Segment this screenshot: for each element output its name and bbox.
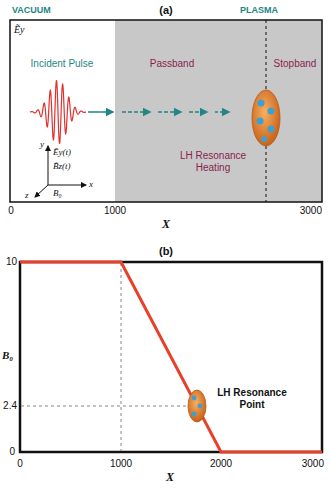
propagation-arrow xyxy=(88,111,113,113)
panel-label: (b) xyxy=(159,245,173,258)
propagation-arrow xyxy=(122,111,150,113)
tick-label: 0 xyxy=(8,205,14,217)
field-label: Ẽy xyxy=(14,24,25,36)
plasma-region xyxy=(115,20,322,202)
panel-frame xyxy=(20,262,322,452)
pulse-label: Incident Pulse xyxy=(31,58,94,70)
field-label: B₀ xyxy=(53,188,62,198)
tick-label: 0 xyxy=(9,446,15,458)
incident-pulse xyxy=(30,81,86,144)
particle-dot xyxy=(261,136,267,142)
resonance-blob xyxy=(188,390,206,422)
axis-arrow xyxy=(48,146,49,185)
axis-arrow xyxy=(48,185,86,186)
axis-title: X xyxy=(166,471,174,485)
tick-label: 3000 xyxy=(300,205,322,217)
axis-arrow xyxy=(35,185,48,197)
resonance-blob xyxy=(252,90,280,146)
guide-line xyxy=(21,406,187,407)
point-label: LH Resonance Point xyxy=(210,387,294,410)
particle-dot xyxy=(192,396,197,401)
propagation-arrow xyxy=(215,111,229,113)
band-label: Stopband xyxy=(274,58,317,70)
particle-dot xyxy=(192,412,197,417)
propagation-arrow xyxy=(189,111,207,113)
guide-line xyxy=(121,263,122,451)
tick-label: 1000 xyxy=(104,205,126,217)
region-label: PLASMA xyxy=(240,5,278,15)
tick-label: 2.4 xyxy=(3,400,17,412)
particle-dot xyxy=(268,126,275,133)
region-label: VACUUM xyxy=(12,5,51,15)
propagation-arrow xyxy=(158,111,181,113)
axis-title: B₀ xyxy=(2,349,13,362)
panel-frame xyxy=(10,20,322,202)
axis-title: X xyxy=(162,218,170,232)
particle-dot xyxy=(198,404,203,409)
particle-dot xyxy=(268,108,275,115)
particle-dot xyxy=(257,118,264,125)
band-label: Passband xyxy=(150,58,194,70)
tick-label: 0 xyxy=(17,458,23,470)
field-profile xyxy=(20,262,322,452)
particle-dot xyxy=(258,100,265,107)
tick-label: 10 xyxy=(6,256,17,268)
axis-label: z xyxy=(25,190,29,200)
tick-label: 3000 xyxy=(302,458,324,470)
axis-label: x xyxy=(89,179,93,189)
axis-label: y xyxy=(40,139,44,149)
tick-label: 1000 xyxy=(110,458,132,470)
field-label: Ẽy(t) xyxy=(53,147,71,157)
field-label: B̃z(t) xyxy=(53,161,71,171)
panel-label: (a) xyxy=(159,4,172,17)
heating-label: LH Resonance Heating xyxy=(175,150,251,173)
tick-label: 2000 xyxy=(210,458,232,470)
